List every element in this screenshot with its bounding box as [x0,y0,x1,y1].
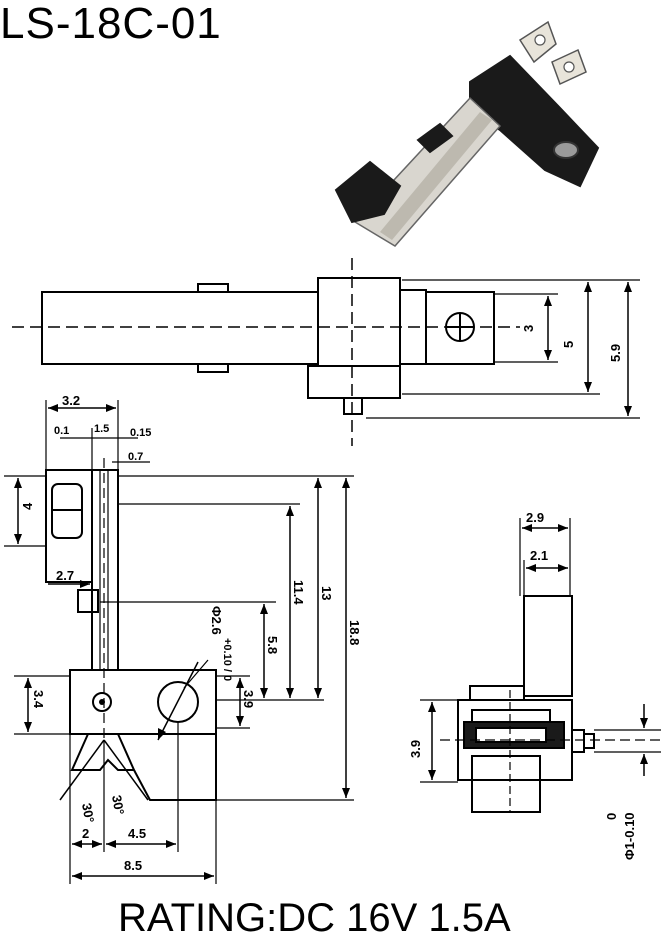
dim-0-7: 0.7 [128,451,143,463]
dim-3-9-front: 3.9 [241,690,256,708]
dim-5: 5 [561,341,576,348]
dim-pin-tolerance: 0 [604,813,619,820]
rating-label: RATING:DC 16V 1.5A [118,896,511,940]
dim-hole-diameter: Φ2.6 [209,606,224,635]
dim-4-5: 4.5 [128,826,146,841]
dim-0-15: 0.15 [130,427,151,439]
dim-pin-diameter: Φ1-0.10 [622,812,637,860]
dim-11-4: 11.4 [291,580,306,605]
dim-18-8: 18.8 [347,620,362,645]
top-view [12,258,640,446]
dim-2-7: 2.7 [56,568,74,583]
dim-hole-tolerance: +0.10 / 0 [221,638,233,681]
dim-13: 13 [319,586,334,600]
dim-4: 4 [20,502,35,510]
dim-3-2: 3.2 [62,393,80,408]
dim-2: 2 [82,826,89,841]
dim-3-4: 3.4 [31,690,46,709]
angle-30-right: 30° [109,794,127,816]
dim-3: 3 [521,325,536,332]
front-view [4,400,354,884]
page-title: LS-18C-01 [0,0,222,48]
dim-5-9: 5.9 [608,344,623,362]
dim-5-8: 5.8 [265,636,280,654]
dim-3-9-side: 3.9 [408,740,423,758]
dim-0-1: 0.1 [54,425,69,437]
dim-2-9: 2.9 [526,510,544,525]
angle-30-left: 30° [79,802,97,824]
dim-8-5: 8.5 [124,858,142,873]
side-view [420,518,661,813]
dim-2-1: 2.1 [530,548,548,563]
product-photo [334,20,600,247]
dim-1-5: 1.5 [94,423,109,435]
